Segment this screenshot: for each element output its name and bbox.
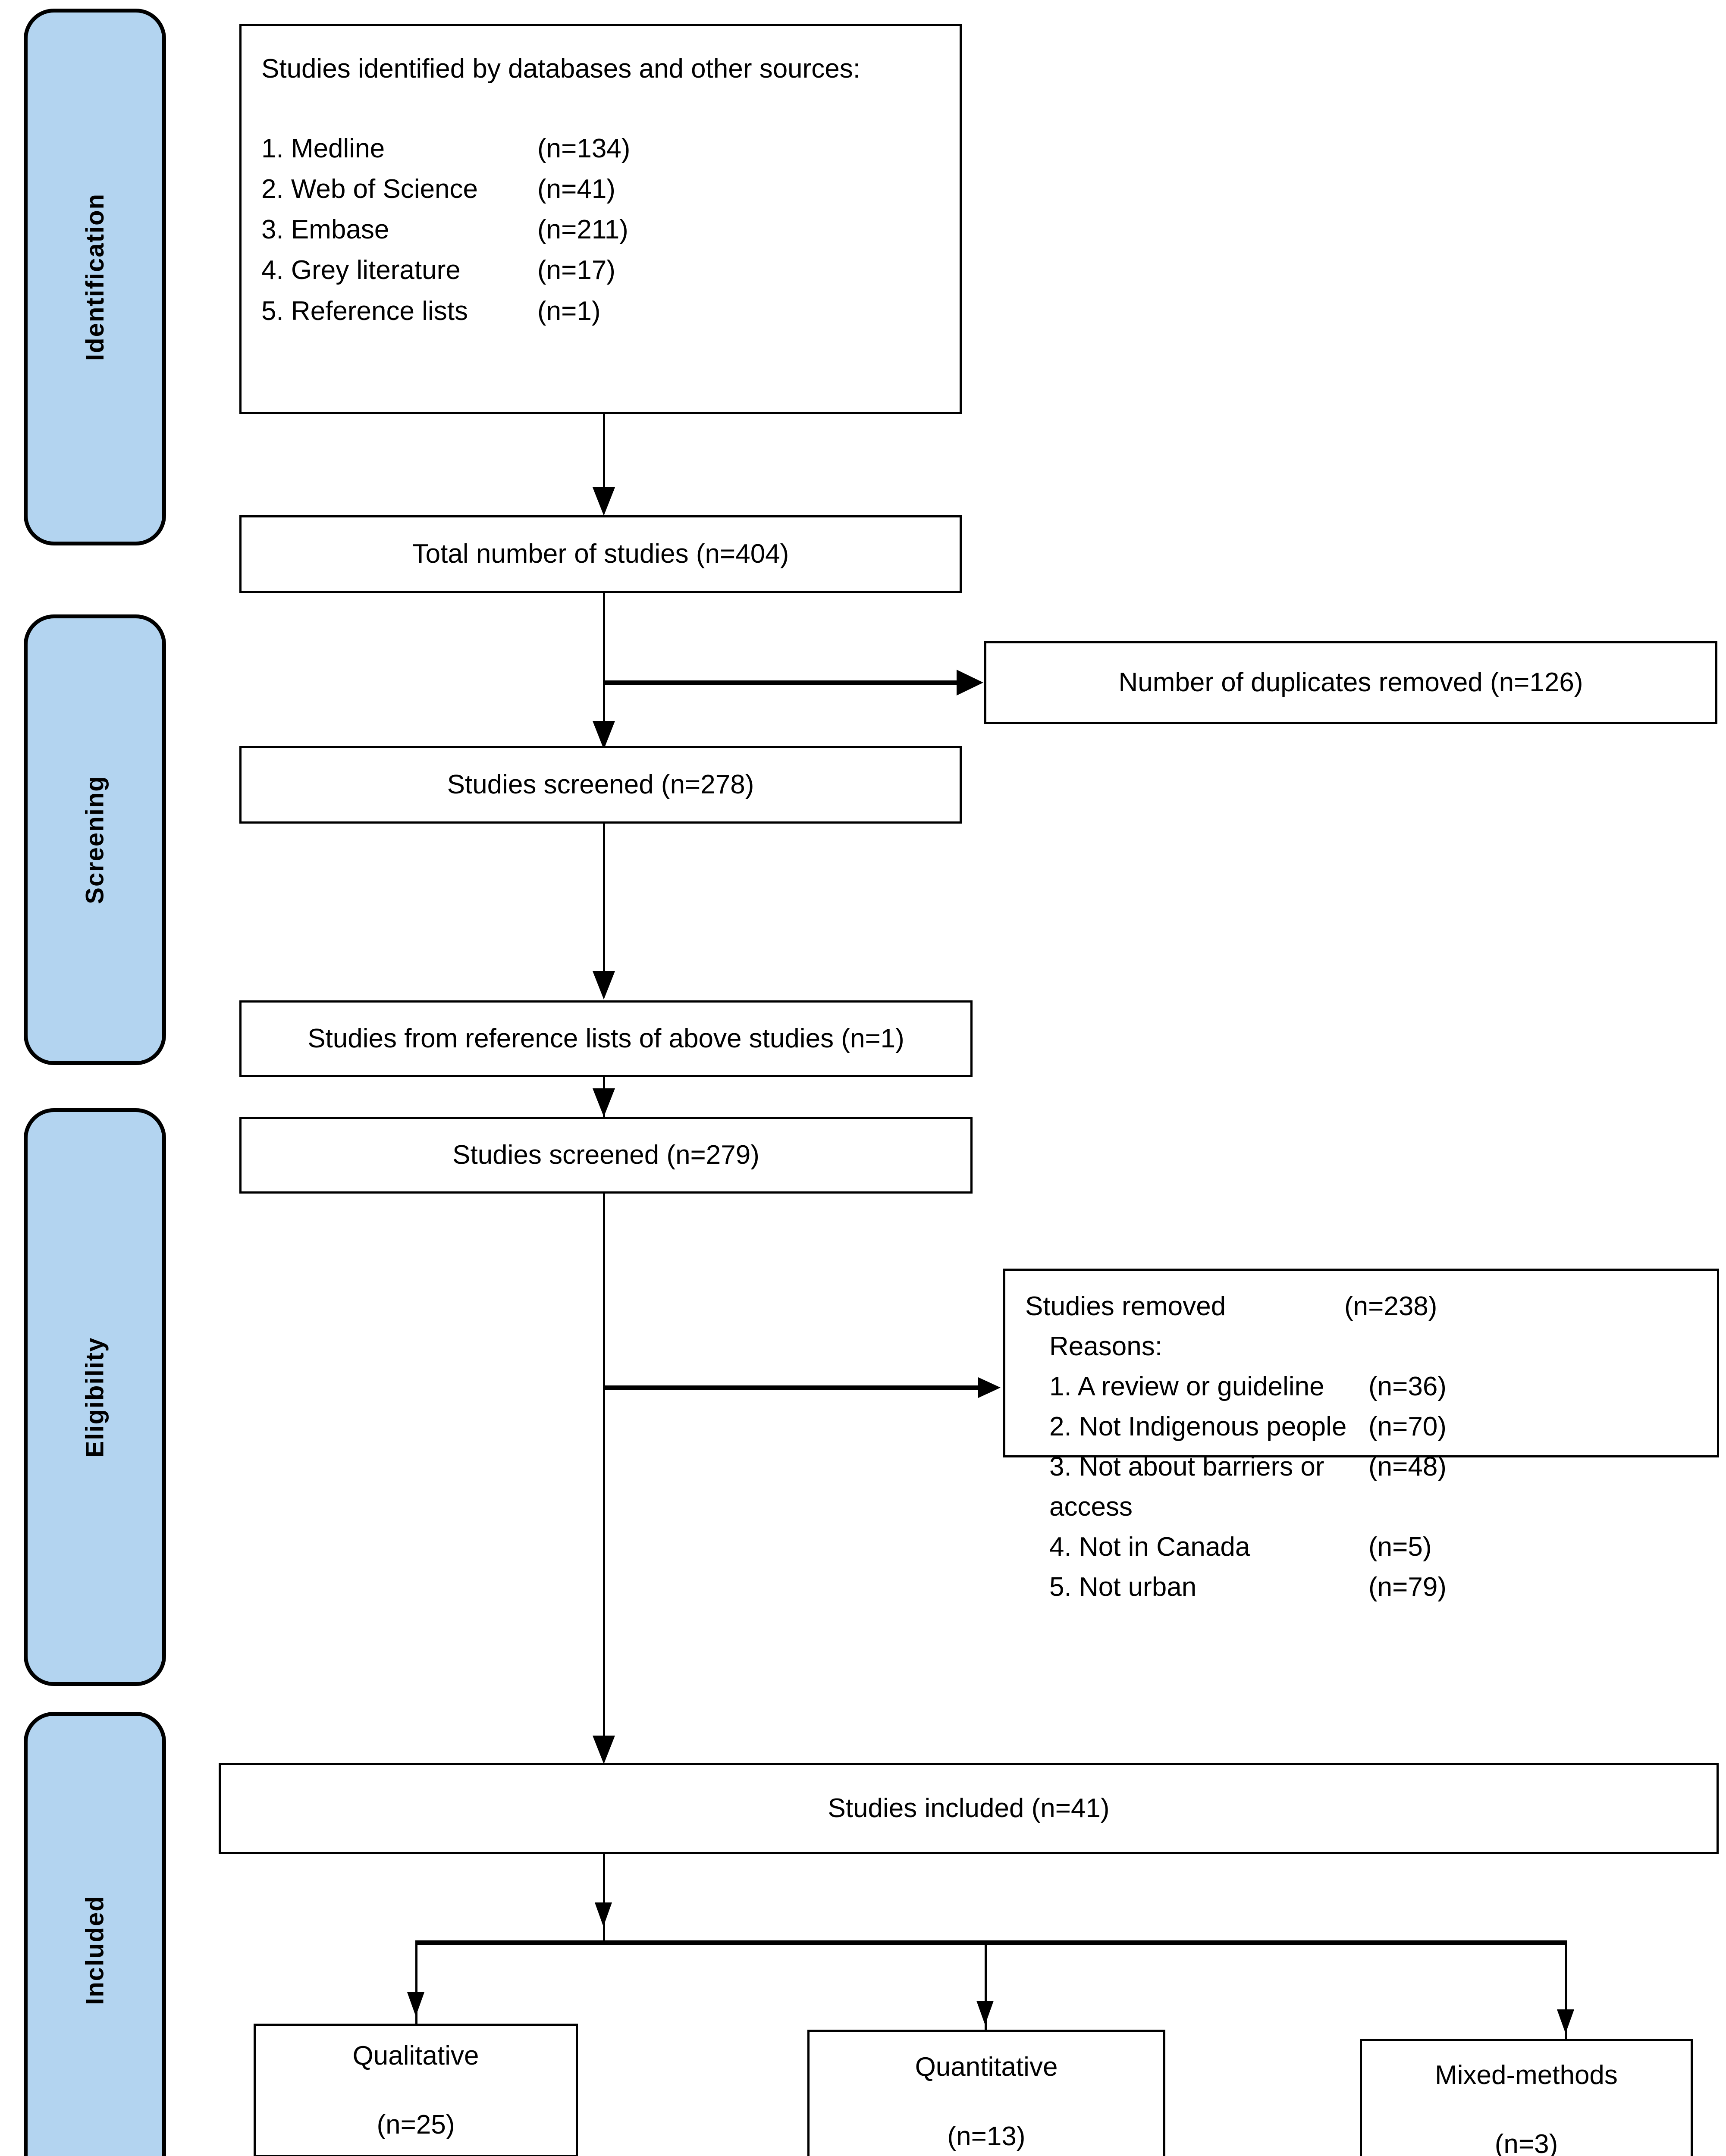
arrowhead-total-to-screened278 xyxy=(593,721,615,749)
source-label: 4. Grey literature xyxy=(261,255,461,285)
arrowhead-screened279-to-included xyxy=(593,1736,615,1764)
qualitative-title: Qualitative xyxy=(352,2040,479,2071)
removed-title-count: (n=238) xyxy=(1344,1291,1437,1321)
removed-reason-row: 2. Not Indigenous people (n=70) xyxy=(1025,1407,1697,1447)
removed-reason-count: (n=48) xyxy=(1368,1452,1447,1482)
connector-split-to-mixed xyxy=(1565,1940,1567,2042)
screened-278-text: Studies screened (n=278) xyxy=(447,770,754,800)
qualitative-count: (n=25) xyxy=(377,2110,455,2140)
node-reference-lists: Studies from reference lists of above st… xyxy=(239,1000,973,1077)
removed-reason-label: 1. A review or guideline xyxy=(1049,1372,1324,1401)
removed-reason-label: 2. Not Indigenous people xyxy=(1049,1412,1347,1442)
split-bar xyxy=(415,1940,1567,1945)
removed-reason-count: (n=5) xyxy=(1368,1532,1432,1562)
stage-bar-included: Included xyxy=(24,1712,166,2156)
removed-reason-row: 5. Not urban (n=79) xyxy=(1025,1567,1697,1607)
sources-row: 2. Web of Science (n=41) xyxy=(261,169,940,210)
removed-reason-row: 3. Not about barriers or access (n=48) xyxy=(1025,1447,1697,1527)
source-label: 3. Embase xyxy=(261,215,389,245)
source-count: (n=17) xyxy=(537,255,615,285)
stage-label-identification: Identification xyxy=(81,193,109,361)
removed-reason-count: (n=70) xyxy=(1368,1412,1447,1442)
removed-reason-label: 4. Not in Canada xyxy=(1049,1532,1250,1562)
node-duplicates-removed: Number of duplicates removed (n=126) xyxy=(984,641,1717,724)
removed-title-row: Studies removed (n=238) xyxy=(1025,1286,1697,1326)
arrowhead-to-removed xyxy=(978,1377,1001,1398)
node-studies-screened-279: Studies screened (n=279) xyxy=(239,1117,973,1194)
sources-row: 4. Grey literature (n=17) xyxy=(261,250,940,291)
connector-screened279-to-included xyxy=(603,1194,605,1739)
connector-split-to-quantitative xyxy=(985,1940,987,2033)
stage-bar-screening: Screening xyxy=(24,614,166,1065)
stage-label-screening: Screening xyxy=(81,775,109,904)
removed-reason-label: 3. Not about barriers or access xyxy=(1049,1452,1324,1522)
node-studies-included: Studies included (n=41) xyxy=(219,1763,1719,1854)
stage-label-eligibility: Eligibility xyxy=(81,1337,109,1457)
total-studies-text: Total number of studies (n=404) xyxy=(412,539,789,569)
screened-279-text: Studies screened (n=279) xyxy=(452,1140,759,1170)
removed-reasons-label: Reasons: xyxy=(1049,1332,1162,1361)
source-label: 5. Reference lists xyxy=(261,296,468,326)
removed-reason-count: (n=36) xyxy=(1368,1372,1447,1401)
node-quantitative: Quantitative (n=13) xyxy=(807,2030,1165,2156)
source-count: (n=41) xyxy=(537,174,615,204)
included-text: Studies included (n=41) xyxy=(828,1793,1110,1824)
source-label: 2. Web of Science xyxy=(261,174,478,204)
arrowhead-included-to-split xyxy=(595,1902,612,1927)
arrowhead-reflists-to-screened279 xyxy=(593,1088,615,1117)
connector-to-removed xyxy=(603,1385,981,1390)
arrowhead-split-to-quantitative xyxy=(976,2001,994,2025)
reference-lists-text: Studies from reference lists of above st… xyxy=(308,1024,904,1054)
connector-to-duplicates xyxy=(603,680,960,685)
arrowhead-split-to-qualitative xyxy=(407,1992,424,2016)
sources-row: 5. Reference lists (n=1) xyxy=(261,291,940,332)
removed-reason-row: 1. A review or guideline (n=36) xyxy=(1025,1366,1697,1407)
connector-total-to-screened278 xyxy=(603,593,605,724)
arrowhead-split-to-mixed xyxy=(1557,2009,1574,2034)
connector-screened278-to-reflists xyxy=(603,824,605,975)
quantitative-title: Quantitative xyxy=(915,2052,1058,2082)
removed-reason-row: 4. Not in Canada (n=5) xyxy=(1025,1527,1697,1567)
removed-reason-count: (n=79) xyxy=(1368,1572,1447,1602)
node-mixed-methods: Mixed-methods (n=3) xyxy=(1360,2039,1693,2156)
node-sources-identified: Studies identified by databases and othe… xyxy=(239,24,962,414)
stage-label-included: Included xyxy=(81,1895,109,2005)
duplicates-text: Number of duplicates removed (n=126) xyxy=(1118,667,1583,698)
connector-included-to-split xyxy=(603,1854,605,1943)
source-count: (n=211) xyxy=(537,215,628,245)
quantitative-count: (n=13) xyxy=(947,2121,1026,2151)
mixed-methods-count: (n=3) xyxy=(1494,2129,1558,2156)
arrowhead-screened278-to-reflists xyxy=(593,971,615,1000)
connector-sources-to-total xyxy=(603,414,605,489)
sources-list: 1. Medline (n=134) 2. Web of Science (n=… xyxy=(261,128,940,332)
node-studies-screened-278: Studies screened (n=278) xyxy=(239,746,962,824)
node-total-studies: Total number of studies (n=404) xyxy=(239,515,962,593)
sources-title: Studies identified by databases and othe… xyxy=(261,54,861,84)
arrowhead-to-duplicates xyxy=(957,670,983,696)
stage-bar-eligibility: Eligibility xyxy=(24,1108,166,1686)
source-count: (n=134) xyxy=(537,133,631,163)
connector-split-to-qualitative xyxy=(415,1940,417,2027)
sources-row: 3. Embase (n=211) xyxy=(261,210,940,250)
node-studies-removed: Studies removed (n=238) Reasons: 1. A re… xyxy=(1003,1269,1719,1602)
removed-reason-label: 5. Not urban xyxy=(1049,1572,1197,1602)
sources-row: 1. Medline (n=134) xyxy=(261,128,940,169)
source-count: (n=1) xyxy=(537,296,601,326)
mixed-methods-title: Mixed-methods xyxy=(1435,2060,1618,2090)
stage-bar-identification: Identification xyxy=(24,9,166,545)
removed-title: Studies removed xyxy=(1025,1291,1226,1321)
source-label: 1. Medline xyxy=(261,133,385,163)
arrowhead-sources-to-total xyxy=(593,487,615,516)
removed-reasons-label-row: Reasons: xyxy=(1025,1326,1697,1366)
node-qualitative: Qualitative (n=25) xyxy=(254,2024,578,2156)
